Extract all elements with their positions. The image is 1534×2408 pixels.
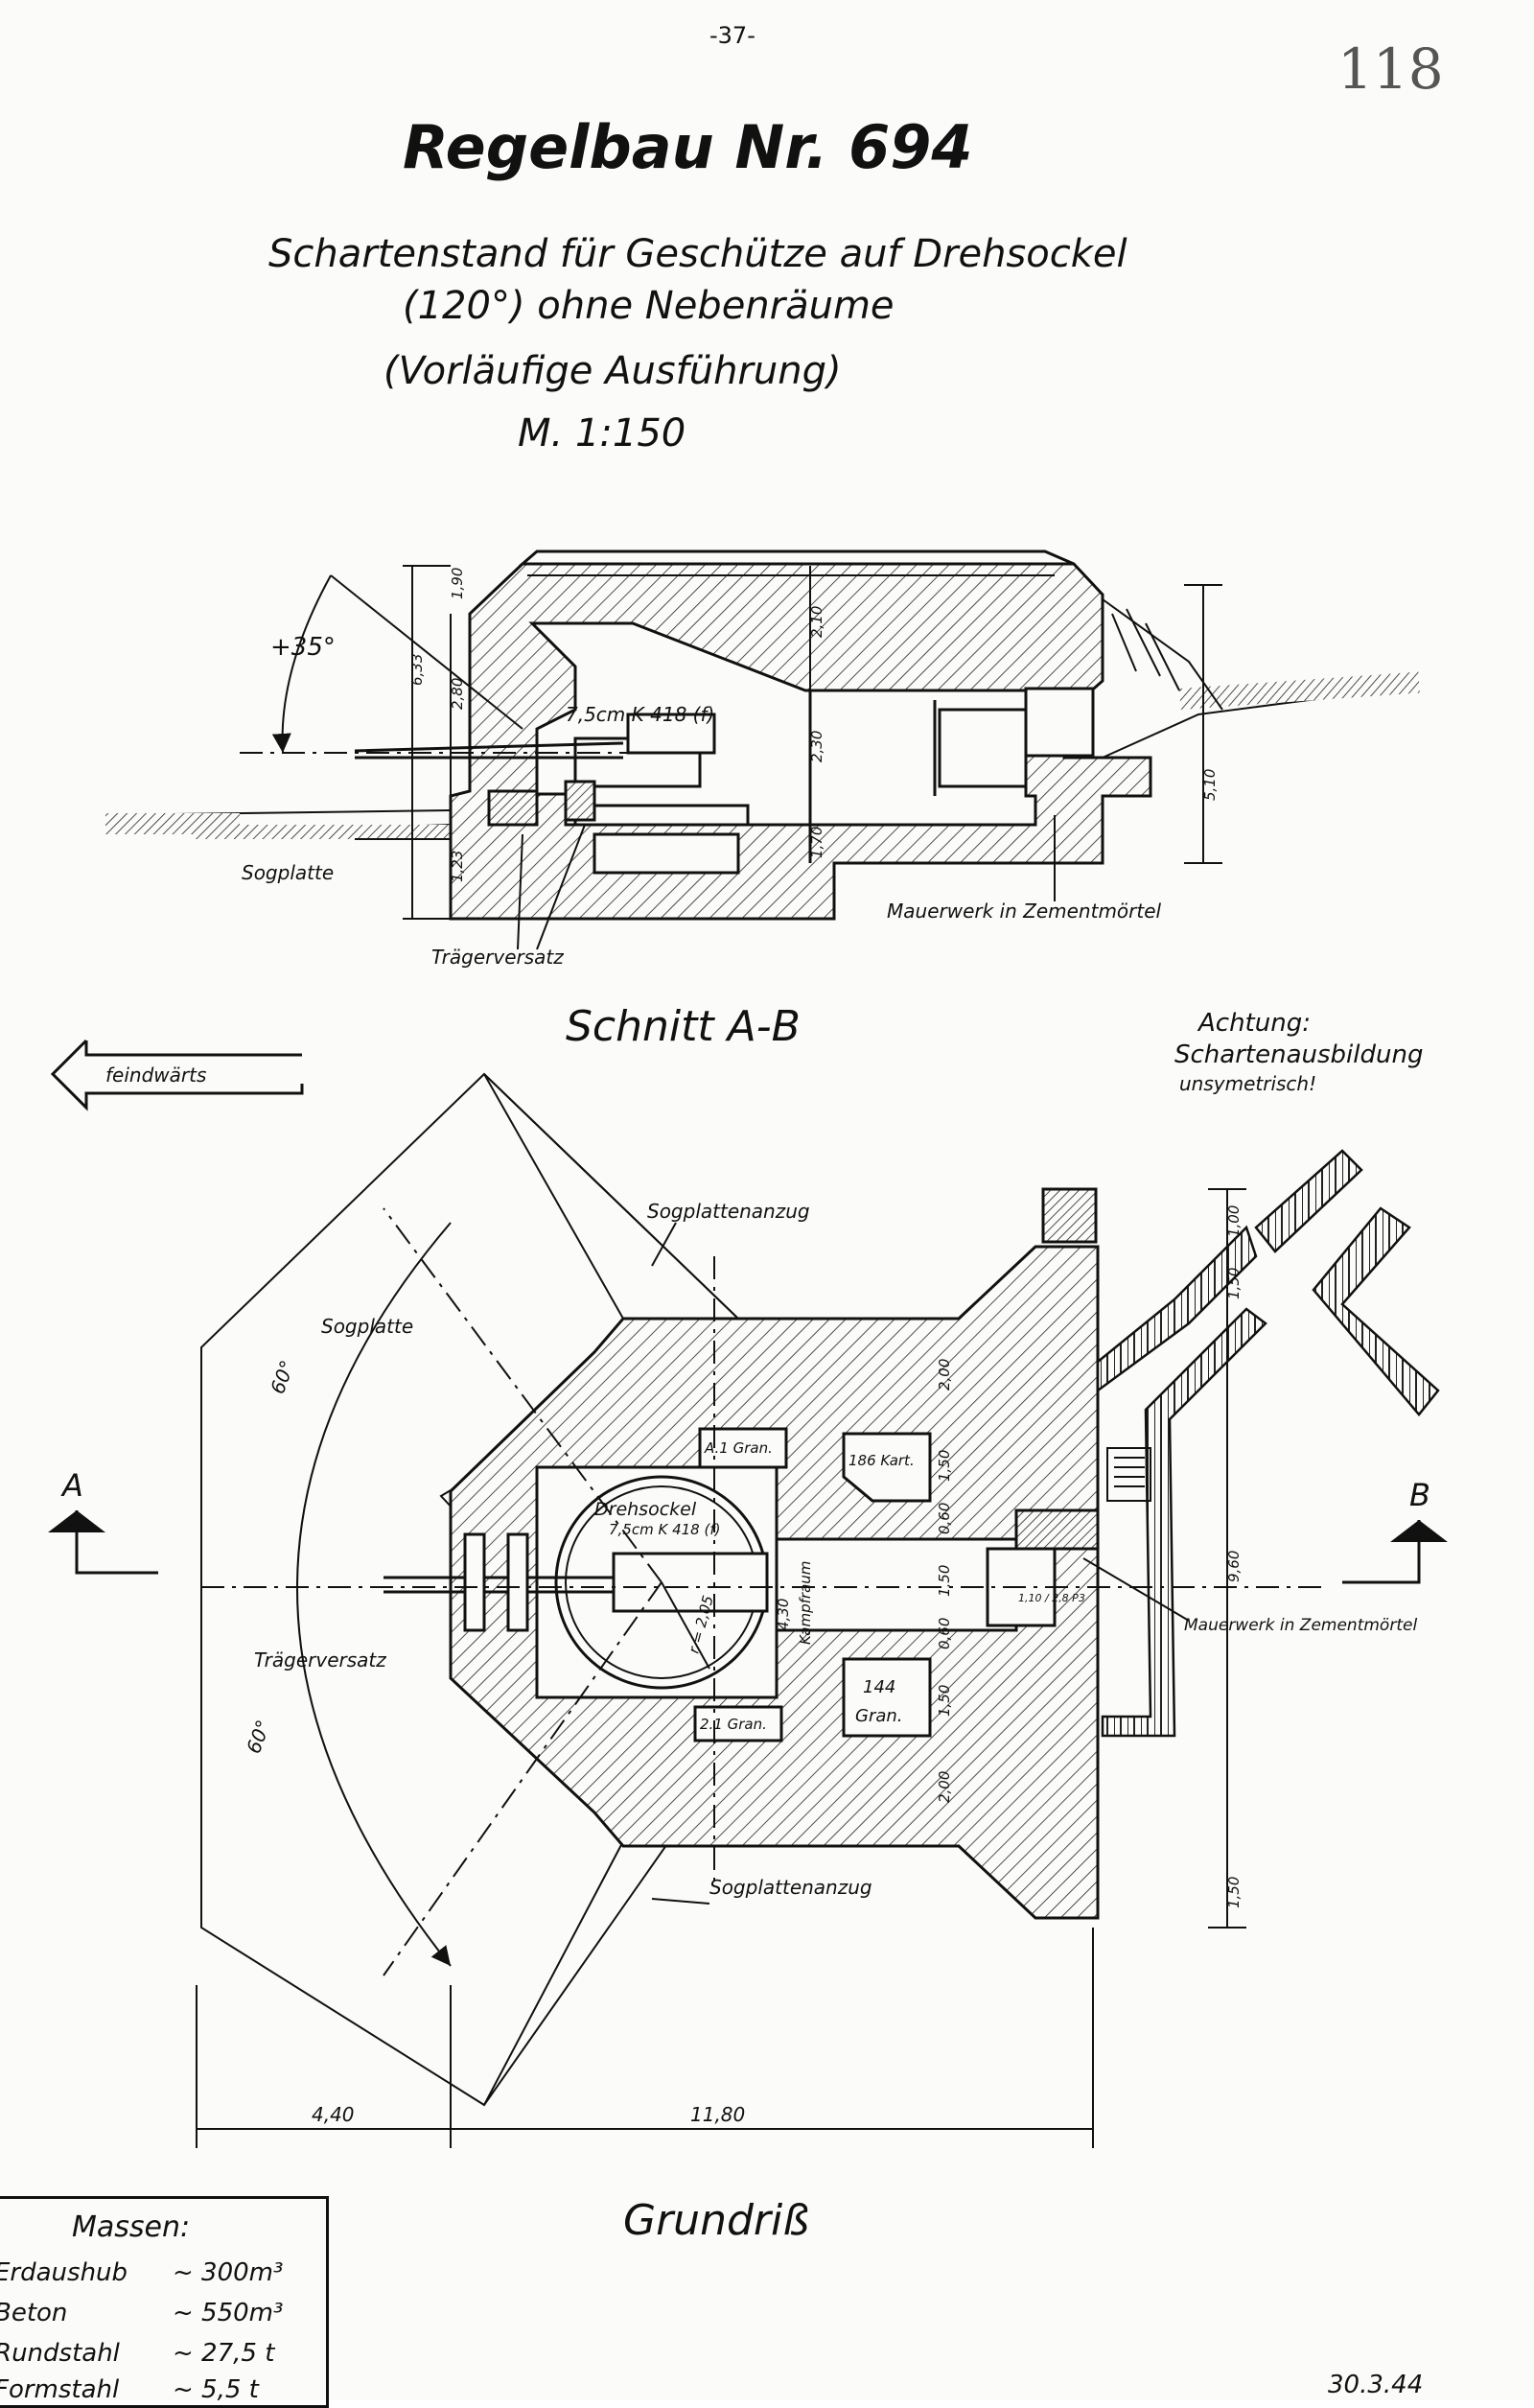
sogplattenanzug-top: Sogplattenanzug [647,1200,810,1223]
room-top [842,1432,932,1503]
stamp-number: 118 [1337,36,1444,102]
dim-floor: 1,70 [808,827,825,858]
plan-mauerwerk: Mauerwerk in Zementmörtel [1184,1616,1417,1635]
plan-gun-body [612,1552,769,1613]
mass-value-2: ~ 550m³ [173,2299,283,2327]
title-line-3: (Vorläufige Ausführung) [384,349,842,393]
enemy-direction-arrow: feindwärts [50,1039,304,1111]
page-number: -37- [709,22,755,49]
dim-width-left: 4,40 [312,2103,355,2126]
dim-top: 1,90 [449,568,466,599]
angle-top: 60° [266,1357,299,1397]
dim-wall-c: 0,60 [936,1503,953,1534]
dim-wall-f: 1,50 [936,1685,953,1717]
room-bottom-number: 144 [863,1677,895,1697]
drehsockel-label: Drehsockel [594,1499,697,1520]
dim-wall-e: 0,60 [936,1618,953,1649]
mass-label-2: Beton [0,2299,67,2327]
room-bottom-label: Gran. [855,1706,903,1726]
dim-h-bottom: 1,50 [1225,1877,1243,1908]
kampfraum-label: Kampfraum [797,1561,814,1645]
section-marker-b: B [1409,1477,1430,1513]
room-bottom-small: 2.1 Gran. [700,1716,767,1733]
angle-bottom: 60° [242,1717,275,1757]
elevation-angle: +35° [270,633,336,662]
dim-wall-g: 2,00 [936,1771,953,1803]
section-gun-label: 7,5cm K 418 (f) [566,703,714,726]
dim-kampf: 4,30 [775,1599,792,1630]
dim-wall-a: 2,00 [936,1359,953,1391]
dim-wall-b: 1,50 [936,1450,953,1482]
dim-roof: 2,10 [808,606,825,638]
section-marker-a: A [60,1467,83,1504]
mass-value-1: ~ 300m³ [173,2258,283,2287]
elevation-arc [271,574,332,754]
direction-label: feindwärts [105,1064,206,1087]
plan-gun-label: 7,5cm K 418 (f) [609,1521,720,1538]
section-drawing: +35° 7,5cm K 418 (f) Sogplatte Trägerver… [105,549,1420,969]
dim-wall-d: 1,50 [936,1565,953,1597]
dim-h-second: 1,50 [1225,1268,1243,1299]
dim-right: 5,10 [1201,769,1219,801]
scale-label: M. 1:150 [518,411,686,456]
plan-traeger: Trägerversatz [254,1648,386,1672]
dim-total-height: 6,33 [408,654,426,686]
section-traeger: Trägerversatz [431,946,564,969]
trench-wall-1 [1096,1225,1258,1393]
section-gun-barrel [354,741,624,760]
plan-drawing: A B 4,40 11,80 9,60 1,00 1,50 1,50 2,00 … [48,1072,1448,2148]
dim-width-main: 11,80 [690,2103,745,2126]
plan-heading: Grundriß [623,2196,809,2245]
room-top-label: 186 Kart. [848,1452,915,1469]
trench-wall-3 [1254,1149,1363,1253]
main-title: Regelbau Nr. 694 [403,112,973,182]
room-bottom [842,1657,932,1738]
room-top-small: A.1 Gran. [704,1439,773,1457]
trench-wall-4 [1312,1206,1440,1416]
sector-arc [296,1222,452,1967]
dim-height: 9,60 [1225,1551,1243,1582]
corner-block [1041,1187,1098,1244]
title-line-2: (120°) ohne Nebenräume [403,284,895,328]
trench-wall-2 [1101,1307,1267,1738]
plan-sogplatte: Sogplatte [321,1315,413,1338]
mass-label-1: Erdaushub [0,2258,128,2287]
footer-date: 30.3.44 [1328,2371,1423,2399]
door-label: 1,10 / 2,8 P3 [1018,1592,1085,1604]
masses-heading: Massen: [72,2210,190,2244]
mass-label-3: Rundstahl [0,2339,121,2368]
note-line-2: Schartenausbildung [1174,1040,1423,1069]
section-mauerwerk: Mauerwerk in Zementmörtel [887,900,1162,923]
masses-box [0,2196,329,2408]
dim-mid: 2,80 [449,678,466,710]
dim-low: 1,23 [449,851,466,882]
dim-inner: 2,30 [808,731,825,762]
note-line-3: unsymetrisch! [1179,1072,1316,1095]
ammo-niche-bottom [693,1705,783,1742]
vent-box [1106,1447,1151,1502]
mass-value-4: ~ 5,5 t [173,2375,260,2400]
note-line-1: Achtung: [1197,1009,1311,1038]
masses-table: Erdaushub ~ 300m³ Beton ~ 550m³ Rundstah… [0,2258,283,2400]
section-sogplatte: Sogplatte [242,861,334,884]
title-line-1: Schartenstand für Geschütze auf Drehsock… [268,232,1127,276]
section-heading: Schnitt A-B [566,1002,801,1051]
corridor [775,1537,1018,1632]
mass-value-3: ~ 27,5 t [173,2339,275,2368]
plan-gun-barrel [384,1576,614,1594]
mass-label-4: Formstahl [0,2375,120,2400]
sogplattenanzug-bottom: Sogplattenanzug [709,1876,872,1899]
dim-h-top: 1,00 [1225,1205,1243,1237]
